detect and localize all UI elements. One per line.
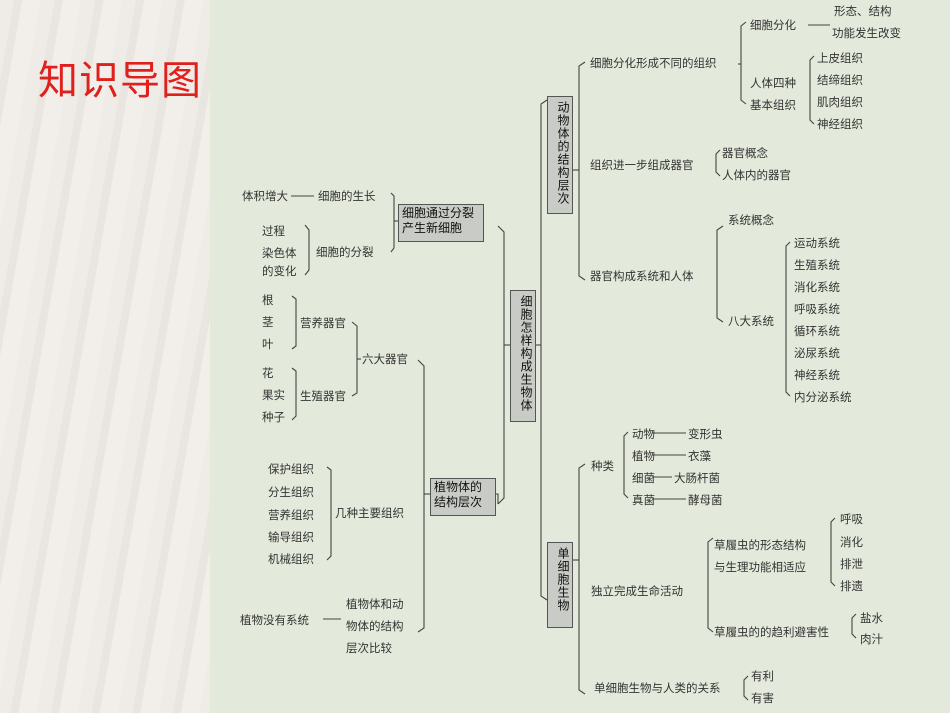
system-item: 循环系统 xyxy=(794,324,840,338)
tissue-item: 营养组织 xyxy=(268,508,314,522)
human-organ-text: 人体内的器官 xyxy=(722,168,791,182)
tissue-item: 输导组织 xyxy=(268,530,314,544)
eight-systems-text: 八大系统 xyxy=(728,314,774,328)
paramecium-a: 草履虫的形态结构 xyxy=(714,538,806,552)
plant-node: 植物体的结构层次 xyxy=(430,478,496,516)
function-item: 排泄 xyxy=(840,557,863,571)
chromosome-text: 染色体 xyxy=(262,246,297,260)
harmful-text: 有害 xyxy=(751,691,774,705)
no-system-text: 植物没有系统 xyxy=(240,613,309,627)
organ-concept-text: 器官概念 xyxy=(722,146,768,160)
function-item: 消化 xyxy=(840,535,863,549)
compare-line-2: 物体的结构 xyxy=(346,619,404,633)
animal-node: 动物体的结构层次 xyxy=(547,96,573,214)
center-node: 细胞怎样构成生物体 xyxy=(510,290,536,422)
example-value: 大肠杆菌 xyxy=(674,471,720,485)
example-kind: 植物 xyxy=(632,449,655,463)
function-item: 排遗 xyxy=(840,579,863,593)
cell-diff-text: 细胞分化 xyxy=(750,18,796,32)
left-background xyxy=(0,0,210,713)
division-node: 细胞通过分裂产生新细胞 xyxy=(398,204,484,242)
system-item: 生殖系统 xyxy=(794,258,840,272)
func-text: 功能发生改变 xyxy=(832,26,901,40)
system-concept-text: 系统概念 xyxy=(728,213,774,227)
root-text: 根 xyxy=(262,293,274,307)
process-text: 过程 xyxy=(262,224,285,238)
nutrient-organ-text: 营养器官 xyxy=(300,316,346,330)
split-text: 细胞的分裂 xyxy=(316,245,374,259)
fruit-text: 果实 xyxy=(262,388,285,402)
example-value: 变形虫 xyxy=(688,427,723,441)
animal-tissue-item: 神经组织 xyxy=(817,117,863,131)
system-item: 消化系统 xyxy=(794,280,840,294)
juice-text: 肉汁 xyxy=(860,632,883,646)
example-kind: 细菌 xyxy=(632,471,655,485)
function-item: 呼吸 xyxy=(840,512,863,526)
stem-text: 茎 xyxy=(262,315,274,329)
system-item: 神经系统 xyxy=(794,368,840,382)
salt-text: 盐水 xyxy=(860,611,883,625)
volume-text: 体积增大 xyxy=(242,189,288,203)
system-item: 运动系统 xyxy=(794,236,840,250)
beneficial-text: 有利 xyxy=(751,669,774,683)
system-item: 内分泌系统 xyxy=(794,390,852,404)
animal-tissue-item: 肌肉组织 xyxy=(817,95,863,109)
paramecium-b: 与生理功能相适应 xyxy=(714,560,806,574)
single-node: 单细胞生物 xyxy=(547,542,573,628)
animal-tissue-item: 结缔组织 xyxy=(817,73,863,87)
organ-form-text: 组织进一步组成器官 xyxy=(590,158,694,172)
six-organs-text: 六大器官 xyxy=(362,352,408,366)
tissue-item: 保护组织 xyxy=(268,462,314,476)
compare-line-3: 层次比较 xyxy=(346,641,392,655)
seed-text: 种子 xyxy=(262,410,285,424)
relation-text: 单细胞生物与人类的关系 xyxy=(594,681,721,695)
diff-text: 细胞分化形成不同的组织 xyxy=(590,56,717,70)
change-text: 的变化 xyxy=(262,264,297,278)
example-value: 衣藻 xyxy=(688,449,711,463)
system-item: 呼吸系统 xyxy=(794,302,840,316)
tissue-item: 机械组织 xyxy=(268,552,314,566)
four-tissues-b: 基本组织 xyxy=(750,98,796,112)
growth-text: 细胞的生长 xyxy=(318,189,376,203)
system-form-text: 器官构成系统和人体 xyxy=(590,269,694,283)
example-kind: 真菌 xyxy=(632,493,655,507)
four-tissues-a: 人体四种 xyxy=(750,76,796,90)
compare-line-1: 植物体和动 xyxy=(346,597,404,611)
example-value: 酵母菌 xyxy=(688,493,723,507)
system-item: 泌尿系统 xyxy=(794,346,840,360)
main-tissues-text: 几种主要组织 xyxy=(335,506,404,520)
flower-text: 花 xyxy=(262,366,274,380)
taxis-text: 草履虫的的趋利避害性 xyxy=(714,625,829,639)
repro-organ-text: 生殖器官 xyxy=(300,389,346,403)
form-text: 形态、结构 xyxy=(834,4,892,18)
kinds-text: 种类 xyxy=(591,459,614,473)
independent-text: 独立完成生命活动 xyxy=(591,584,683,598)
diagram-panel xyxy=(210,0,950,713)
leaf-text: 叶 xyxy=(262,337,274,351)
tissue-item: 分生组织 xyxy=(268,485,314,499)
page-title: 知识导图 xyxy=(38,58,202,104)
example-kind: 动物 xyxy=(632,427,655,441)
animal-tissue-item: 上皮组织 xyxy=(817,51,863,65)
